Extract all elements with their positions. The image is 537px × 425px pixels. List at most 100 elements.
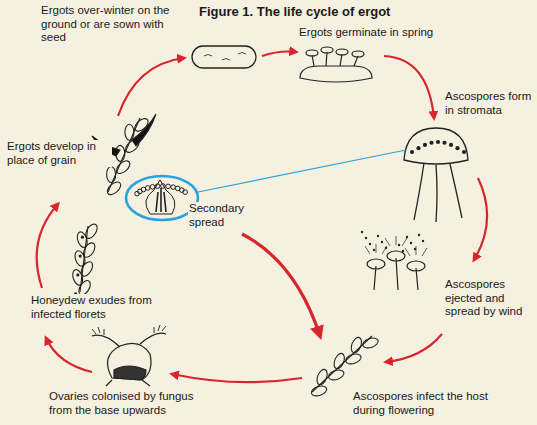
spore-dots [79,254,82,257]
germinating-ergot [312,52,358,66]
stage-label: Ergots germinate in spring [298,26,450,40]
spore-dots [76,273,79,276]
cycle-arrow [46,338,92,372]
colonised-ovary [114,366,146,380]
spore-ejection [387,251,405,261]
perithecium-inset [146,180,175,214]
germinating-ergot [306,50,318,56]
colonised-ovary [92,325,166,335]
spore-ejection [385,236,407,246]
spore-dots [369,243,371,245]
stage-label: Ergots over-winter on the ground or are … [40,4,174,45]
stage-label: Honeydew exudes from infected florets [30,294,162,321]
secondary-spread-arrow [242,234,320,336]
stage-label: Ascospores ejected and spread by wind [444,278,530,319]
wheat-ear [349,336,363,354]
spore-dots [418,234,420,236]
germinating-ergot [321,47,333,53]
spore-dots [414,248,416,250]
spore-dots [373,249,375,251]
wheat-ear [327,368,345,382]
spore-dots [455,146,459,150]
spore-dots [398,244,400,246]
ergot-sclerotium [192,46,256,68]
stage-label: Ovaries colonised by fungus from the bas… [48,390,200,417]
colonised-ovary [92,333,166,347]
spore-dots [422,240,424,242]
cycle-arrow [37,204,58,288]
spore-dots [365,237,367,239]
wheat-ear [106,166,115,182]
ergot-sclerotium [192,46,256,68]
spore-dots [361,231,363,233]
wheat-ear [315,368,329,386]
wheat-ear [310,384,328,398]
figure-title: Figure 1. The life cycle of ergot [198,4,391,19]
spore-dots [155,184,160,189]
stroma [404,128,468,222]
spore-dots [183,190,188,195]
spore-dots [171,185,176,190]
stage-label: Ascospores form in stromata [444,90,534,117]
spore-dots [436,140,440,144]
spore-dots [406,236,408,238]
wheat-ear [81,241,97,259]
spore-dots [429,141,433,145]
spore-dots [423,143,427,147]
cycle-arrow [172,374,302,382]
spore-dots [145,186,150,191]
spore-dots [150,185,155,190]
cycle-arrow [118,58,184,116]
ergot [132,114,156,146]
ergot-sclerotium [204,53,246,61]
wheat-ear [344,352,362,366]
wheat-ear [76,231,90,249]
spore-ejection [407,261,425,271]
wheat-ear [114,159,132,176]
stage-label: Ascospores infect the host during flower… [352,390,504,417]
wheat-ear [105,180,123,197]
spore-dots [381,241,383,243]
spore-dots [449,143,453,147]
spore-dots [402,250,404,252]
spore-dots [377,235,379,237]
colonised-ovary [108,343,152,380]
spore-dots [166,184,171,189]
wheat-ear [79,260,95,278]
colonised-ovary [106,380,150,386]
spore-dots [410,242,412,244]
germinating-ergot [352,51,364,57]
spore-dots [442,141,446,145]
spore-dots [462,150,466,154]
wheat-ear [71,268,85,286]
cycle-arrow [474,178,487,260]
spore-dots [81,236,84,239]
stroma [414,163,462,222]
stage-label: Secondary spread [188,202,268,229]
stage-label: Ergots develop in place of grain [6,140,112,167]
spore-dots [161,184,166,189]
germinating-ergot [300,66,372,82]
spore-ejection [374,258,418,290]
wheat-ear [73,250,87,268]
wheat-ear [71,114,380,398]
spore-ejection [365,244,387,254]
colonised-ovary [92,325,166,386]
wheat-ear [361,336,379,350]
wheat-ear [125,124,134,140]
spore-dots [385,247,387,249]
spore-dots [410,150,414,154]
spore-ejection [365,236,427,290]
stroma [404,128,468,164]
spore-ejection [367,259,385,269]
germinating-ergot [336,49,348,55]
spore-dots [416,146,420,150]
cycle-arrow [386,334,442,362]
spore-ejection [405,246,427,256]
cycle-arrow [262,52,296,57]
leader-line [198,150,406,192]
spore-dots [74,140,466,295]
perithecium-inset [156,188,166,212]
